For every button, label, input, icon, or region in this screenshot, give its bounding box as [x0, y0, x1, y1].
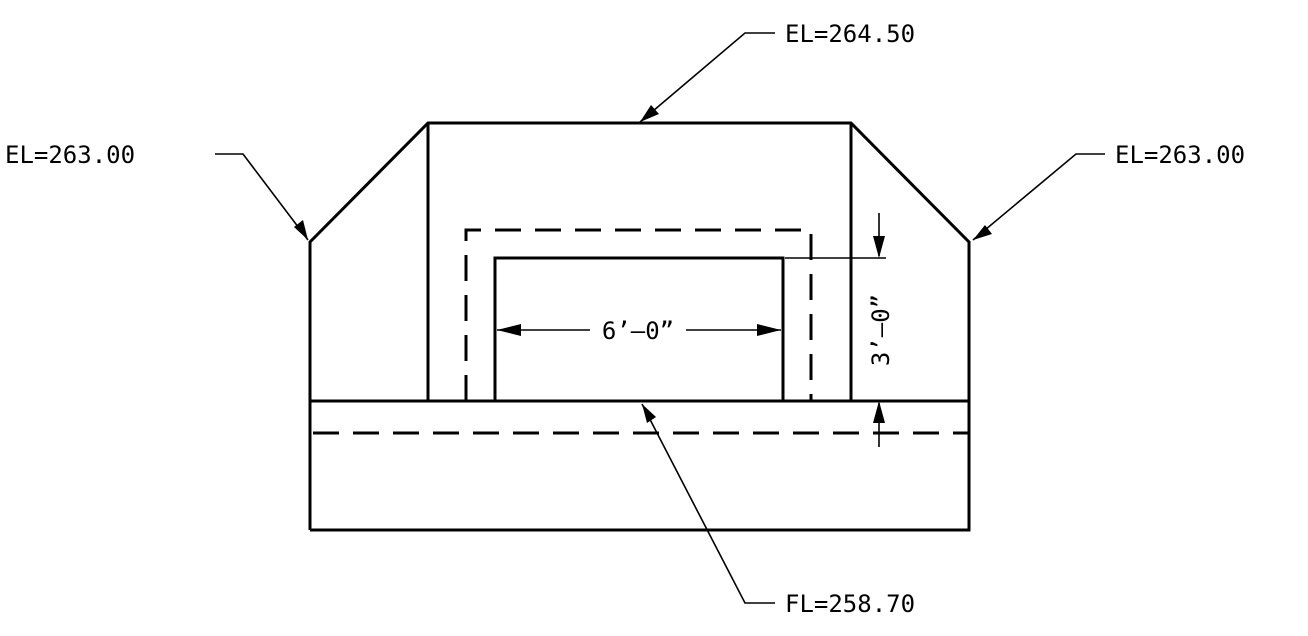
floor-elevation-leader: FL=258.70 [641, 403, 915, 618]
height-dimension-text: 3’–0” [867, 294, 895, 366]
left-elevation-leader: EL=263.00 [5, 141, 309, 241]
right-elevation-leader: EL=263.00 [972, 141, 1245, 241]
floor-elevation-label: FL=258.70 [785, 590, 915, 618]
width-dimension-text: 6’–0” [602, 317, 674, 345]
box-opening [493, 256, 785, 401]
width-dimension: 6’–0” [497, 317, 781, 345]
top-elevation-leader: EL=264.50 [639, 20, 915, 123]
right-elevation-label: EL=263.00 [1115, 141, 1245, 169]
height-dimension: 3’–0” [785, 213, 895, 447]
hidden-box-outline [464, 228, 813, 401]
left-elevation-label: EL=263.00 [5, 141, 135, 169]
top-elevation-label: EL=264.50 [785, 20, 915, 48]
